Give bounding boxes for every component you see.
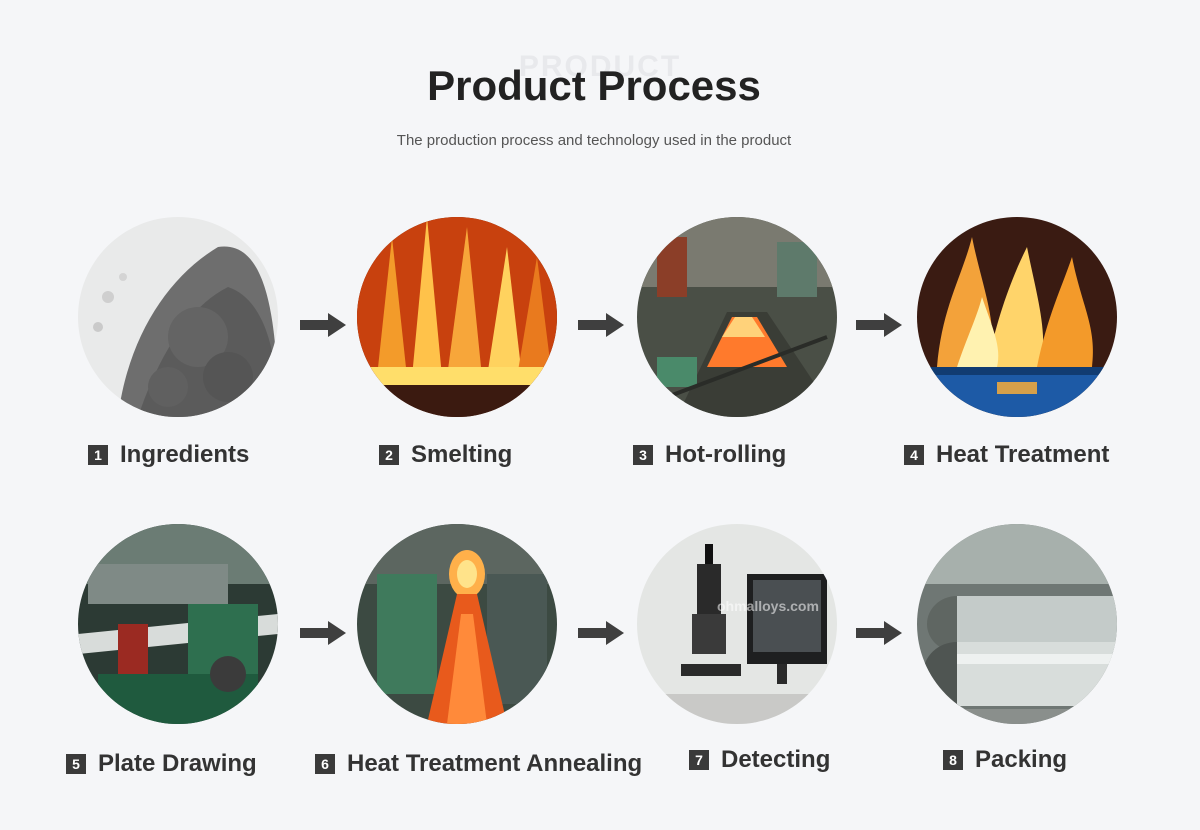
step-label: Hot-rolling bbox=[665, 441, 787, 468]
step-number-badge: 3 bbox=[633, 445, 653, 465]
step-plate-drawing: 5 Plate Drawing bbox=[66, 524, 318, 804]
step-number-badge: 8 bbox=[943, 750, 963, 770]
step-number-badge: 7 bbox=[689, 750, 709, 770]
step-number-badge: 6 bbox=[315, 754, 335, 774]
step-ingredients: 1 Ingredients bbox=[78, 217, 318, 497]
arrow-right-icon bbox=[300, 313, 346, 337]
arrow-right-icon bbox=[300, 621, 346, 645]
powder-image bbox=[78, 217, 278, 417]
step-label: Detecting bbox=[721, 746, 831, 773]
step-caption: 8 Packing bbox=[943, 746, 1067, 774]
step-caption: 4 Heat Treatment bbox=[904, 441, 1109, 469]
step-label: Plate Drawing bbox=[98, 750, 257, 777]
step-number-badge: 4 bbox=[904, 445, 924, 465]
step-number-badge: 2 bbox=[379, 445, 399, 465]
step-packing: 8 Packing bbox=[917, 524, 1157, 804]
arrow-right-icon bbox=[578, 313, 624, 337]
step-number-badge: 1 bbox=[88, 445, 108, 465]
microscope-image: ohmalloys.com bbox=[637, 524, 837, 724]
step-label: Packing bbox=[975, 746, 1068, 773]
step-heat-treatment: 4 Heat Treatment bbox=[904, 217, 1157, 497]
step-caption: 6 Heat Treatment Annealing bbox=[315, 750, 642, 778]
furnace-flames-image bbox=[917, 217, 1117, 417]
step-heat-treatment-annealing: 6 Heat Treatment Annealing bbox=[315, 524, 642, 804]
step-caption: 7 Detecting bbox=[689, 746, 830, 774]
rolling-mill-image bbox=[637, 217, 837, 417]
annealing-furnace-image bbox=[357, 524, 557, 724]
page-title: Product Process bbox=[427, 62, 761, 109]
page-subtitle: The production process and technology us… bbox=[396, 132, 792, 149]
arrow-right-icon bbox=[856, 313, 902, 337]
step-caption: 3 Hot-rolling bbox=[633, 441, 786, 469]
step-label: Ingredients bbox=[120, 441, 250, 468]
image-watermark: ohmalloys.com bbox=[717, 598, 819, 614]
step-label: Heat Treatment bbox=[936, 441, 1110, 468]
step-caption: 1 Ingredients bbox=[88, 441, 249, 469]
step-label: Heat Treatment Annealing bbox=[347, 750, 643, 777]
step-hot-rolling: 3 Hot-rolling bbox=[633, 217, 877, 497]
steel-coils-image bbox=[917, 524, 1117, 724]
step-caption: 2 Smelting bbox=[379, 441, 512, 469]
arrow-right-icon bbox=[578, 621, 624, 645]
step-number-badge: 5 bbox=[66, 754, 86, 774]
header-watermark: PRODUCT bbox=[518, 50, 682, 83]
step-label: Smelting bbox=[411, 441, 513, 468]
step-detecting: ohmalloys.com 7 Detecting bbox=[637, 524, 877, 804]
arrow-right-icon bbox=[856, 621, 902, 645]
step-caption: 5 Plate Drawing bbox=[66, 750, 257, 778]
step-smelting: 2 Smelting bbox=[357, 217, 597, 497]
molten-metal-image bbox=[357, 217, 557, 417]
drawing-machine-image bbox=[78, 524, 278, 724]
